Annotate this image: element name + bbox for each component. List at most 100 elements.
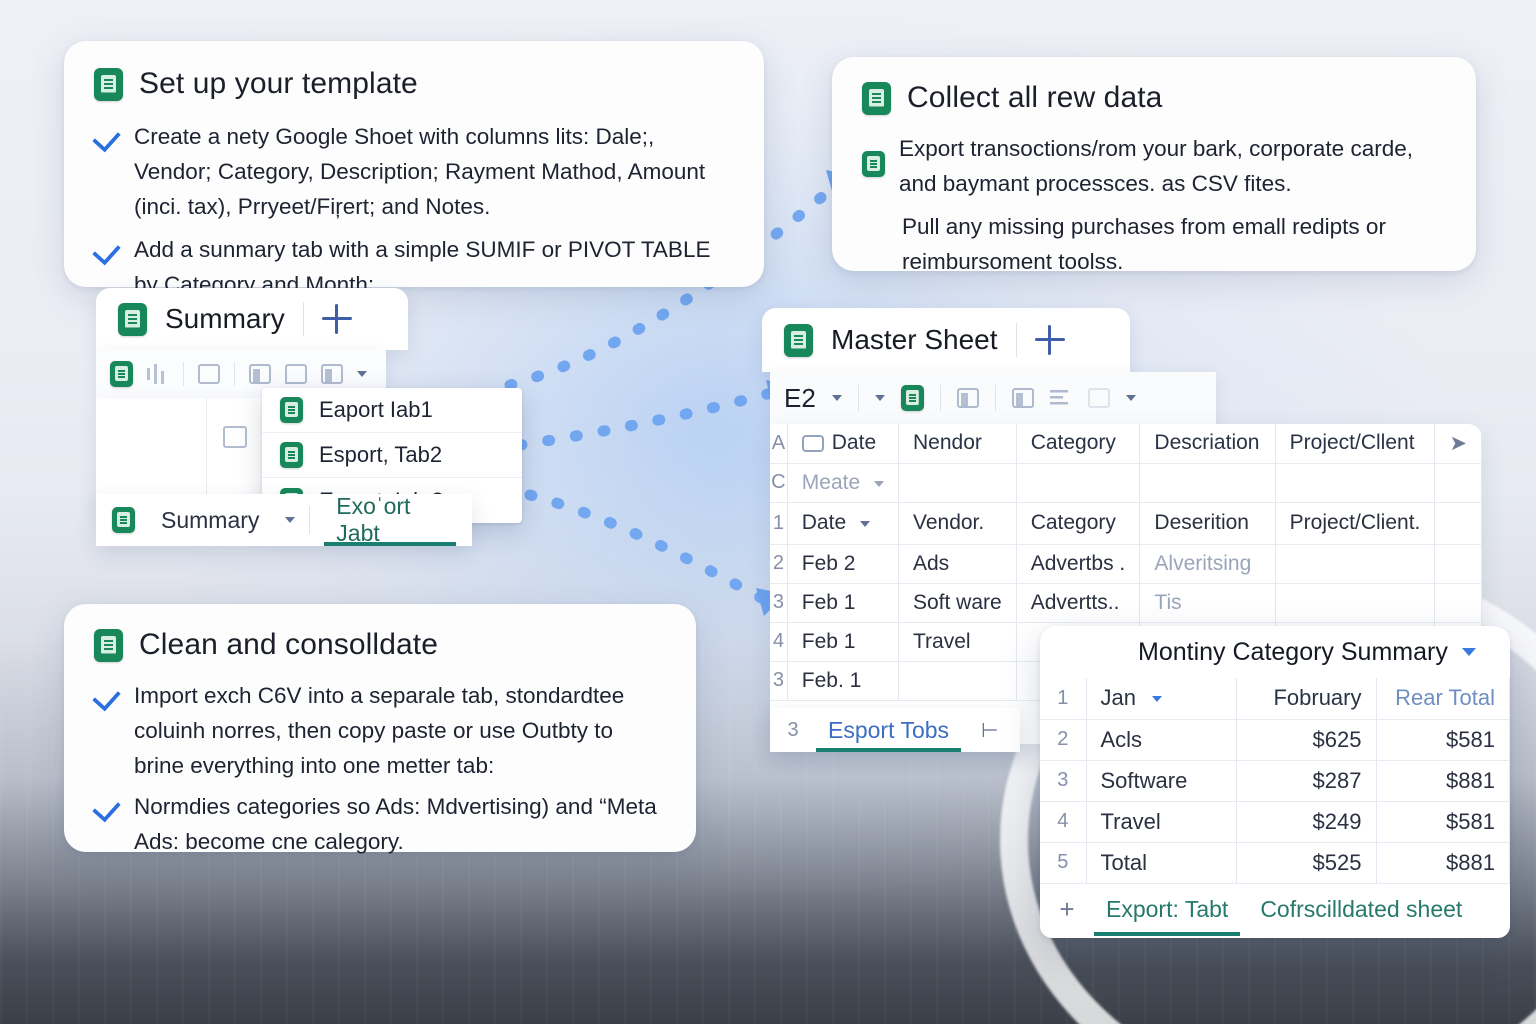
more-icon[interactable]	[1087, 388, 1110, 408]
cell-category[interactable]: Category	[1016, 502, 1141, 545]
chevron-down-icon[interactable]	[831, 395, 842, 401]
cell-vendor[interactable]	[898, 661, 1017, 701]
divider	[939, 385, 941, 411]
cell-vendor[interactable]: Travel	[898, 622, 1017, 662]
cell-date[interactable]: Feb 1	[787, 583, 899, 623]
filter-cell[interactable]	[1275, 463, 1436, 503]
columns-icon[interactable]	[249, 364, 271, 384]
tab-summary[interactable]: Summary	[161, 506, 260, 533]
filter-cell[interactable]	[898, 463, 1017, 503]
chevron-down-icon[interactable]	[873, 480, 884, 487]
chevron-down-icon[interactable]	[1461, 648, 1476, 656]
cell-project-client[interactable]	[1275, 544, 1436, 584]
cell-vendor[interactable]: Ads	[898, 544, 1017, 584]
tab-consolidated-sheet[interactable]: Cofrscilldated sheet	[1260, 896, 1463, 922]
filter-icon[interactable]	[801, 435, 824, 453]
cell-category[interactable]: Travel	[1086, 801, 1237, 843]
cell-category[interactable]: Total	[1086, 842, 1237, 884]
row-number: 2	[1040, 719, 1087, 761]
comment-icon[interactable]	[285, 364, 307, 384]
column-header-date[interactable]: Date	[787, 424, 899, 464]
tab-export-tab[interactable]: Export: Tabt	[1094, 884, 1240, 936]
column-header-february[interactable]: Fobruary	[1236, 678, 1377, 720]
chart-bars-icon[interactable]	[147, 364, 169, 384]
name-box[interactable]: E2	[784, 382, 816, 413]
column-header-year-total[interactable]: Rear Total	[1376, 678, 1510, 720]
sheets-icon[interactable]	[900, 385, 924, 411]
menu-item[interactable]: Esport, Tab2	[262, 433, 522, 478]
menu-item[interactable]: Eaport Iab1	[262, 388, 522, 433]
cell-project-client[interactable]: Project/Client.	[1275, 502, 1436, 545]
chevron-down-icon[interactable]	[1125, 395, 1136, 401]
add-sheet-button[interactable]	[1034, 325, 1065, 355]
chevron-down-icon[interactable]	[1152, 696, 1163, 703]
master-sheet-header: Master Sheet	[762, 308, 1130, 372]
cell-project-client[interactable]	[1275, 583, 1436, 623]
cell-year-total[interactable]: $581	[1376, 801, 1510, 843]
cell-vendor[interactable]: Vendor.	[898, 502, 1017, 545]
insert-image-icon[interactable]	[1011, 388, 1034, 408]
cell-february[interactable]: $249	[1236, 801, 1377, 843]
add-sheet-button[interactable]	[321, 304, 352, 334]
cell-description[interactable]: Deserition	[1139, 502, 1276, 545]
cell-category[interactable]: Acls	[1086, 719, 1237, 761]
cell-description[interactable]: Alveritsing	[1139, 544, 1276, 584]
align-icon[interactable]	[1049, 388, 1072, 408]
cell-overflow[interactable]	[1434, 502, 1482, 545]
cell-overflow[interactable]	[1434, 544, 1482, 584]
expand-right-icon[interactable]: ➤	[1434, 424, 1482, 464]
cell-february[interactable]: $625	[1236, 719, 1377, 761]
cell-year-total[interactable]: $581	[1376, 719, 1510, 761]
filter-cell-date[interactable]: Meate	[787, 463, 899, 503]
menu-item-label: Eaport Iab1	[319, 397, 433, 422]
filter-row: C Meate	[770, 463, 1482, 503]
column-header-jan[interactable]: Jan	[1086, 678, 1237, 720]
sheet-file-icon	[112, 507, 135, 533]
divider	[183, 362, 184, 386]
cell-date[interactable]: Feb 1	[787, 622, 899, 662]
tab-export-tabs[interactable]: Esport Tobs	[816, 708, 961, 752]
column-header-vendor[interactable]: Nendor	[898, 424, 1017, 464]
filter-cell[interactable]	[1434, 463, 1482, 503]
column-header-project-client[interactable]: Project/Cllent	[1275, 424, 1436, 464]
cell-overflow[interactable]	[1434, 583, 1482, 623]
cell-date[interactable]: Feb 2	[787, 544, 899, 584]
chevron-down-icon[interactable]	[859, 521, 870, 527]
row-number: 3	[770, 661, 788, 701]
table-row: 3 Feb 1 Soft ware Advertts.. Tiѕ	[770, 583, 1482, 623]
card-setup-template: Set up your template Create a nety Googl…	[64, 41, 764, 297]
copy-icon[interactable]	[198, 364, 220, 384]
sheets-icon[interactable]	[110, 361, 133, 387]
copy-icon[interactable]	[223, 426, 247, 448]
image-icon[interactable]	[321, 364, 343, 384]
cell-year-total[interactable]: $881	[1376, 842, 1510, 884]
sheet-file-icon	[280, 442, 303, 468]
chevron-down-icon[interactable]	[285, 517, 296, 523]
next-tab-icon[interactable]: ⊢	[981, 719, 999, 742]
tab-export-tab[interactable]: Exoˈort Jabt	[324, 493, 456, 546]
google-sheets-icon	[94, 628, 123, 662]
column-header-category[interactable]: Category	[1016, 424, 1141, 464]
cell-february[interactable]: $525	[1236, 842, 1377, 884]
cell-date[interactable]: Date	[787, 502, 899, 545]
list-item: Export transoctions/rom your bark, corpo…	[862, 131, 1446, 201]
column-header-description[interactable]: Descriation	[1139, 424, 1276, 464]
card-title: Collect all rew data	[907, 81, 1163, 114]
split-view-icon[interactable]	[956, 388, 979, 408]
row-number: 5	[1040, 842, 1087, 884]
filter-cell[interactable]	[1139, 463, 1276, 503]
sheet-file-icon	[280, 397, 303, 423]
cell-category[interactable]: Advertbs .	[1016, 544, 1141, 584]
cell-category[interactable]: Software	[1086, 760, 1237, 802]
cell-february[interactable]: $287	[1236, 760, 1377, 802]
cell-vendor[interactable]: Soft ware	[898, 583, 1017, 623]
cell-description[interactable]: Tiѕ	[1139, 583, 1276, 623]
chevron-down-icon[interactable]	[357, 371, 367, 377]
add-sheet-button[interactable]: +	[1059, 894, 1075, 924]
check-icon	[94, 236, 120, 262]
cell-year-total[interactable]: $881	[1376, 760, 1510, 802]
chevron-down-icon[interactable]	[874, 395, 885, 401]
filter-cell[interactable]	[1016, 463, 1141, 503]
cell-date[interactable]: Feb. 1	[787, 661, 899, 701]
cell-category[interactable]: Advertts..	[1016, 583, 1141, 623]
